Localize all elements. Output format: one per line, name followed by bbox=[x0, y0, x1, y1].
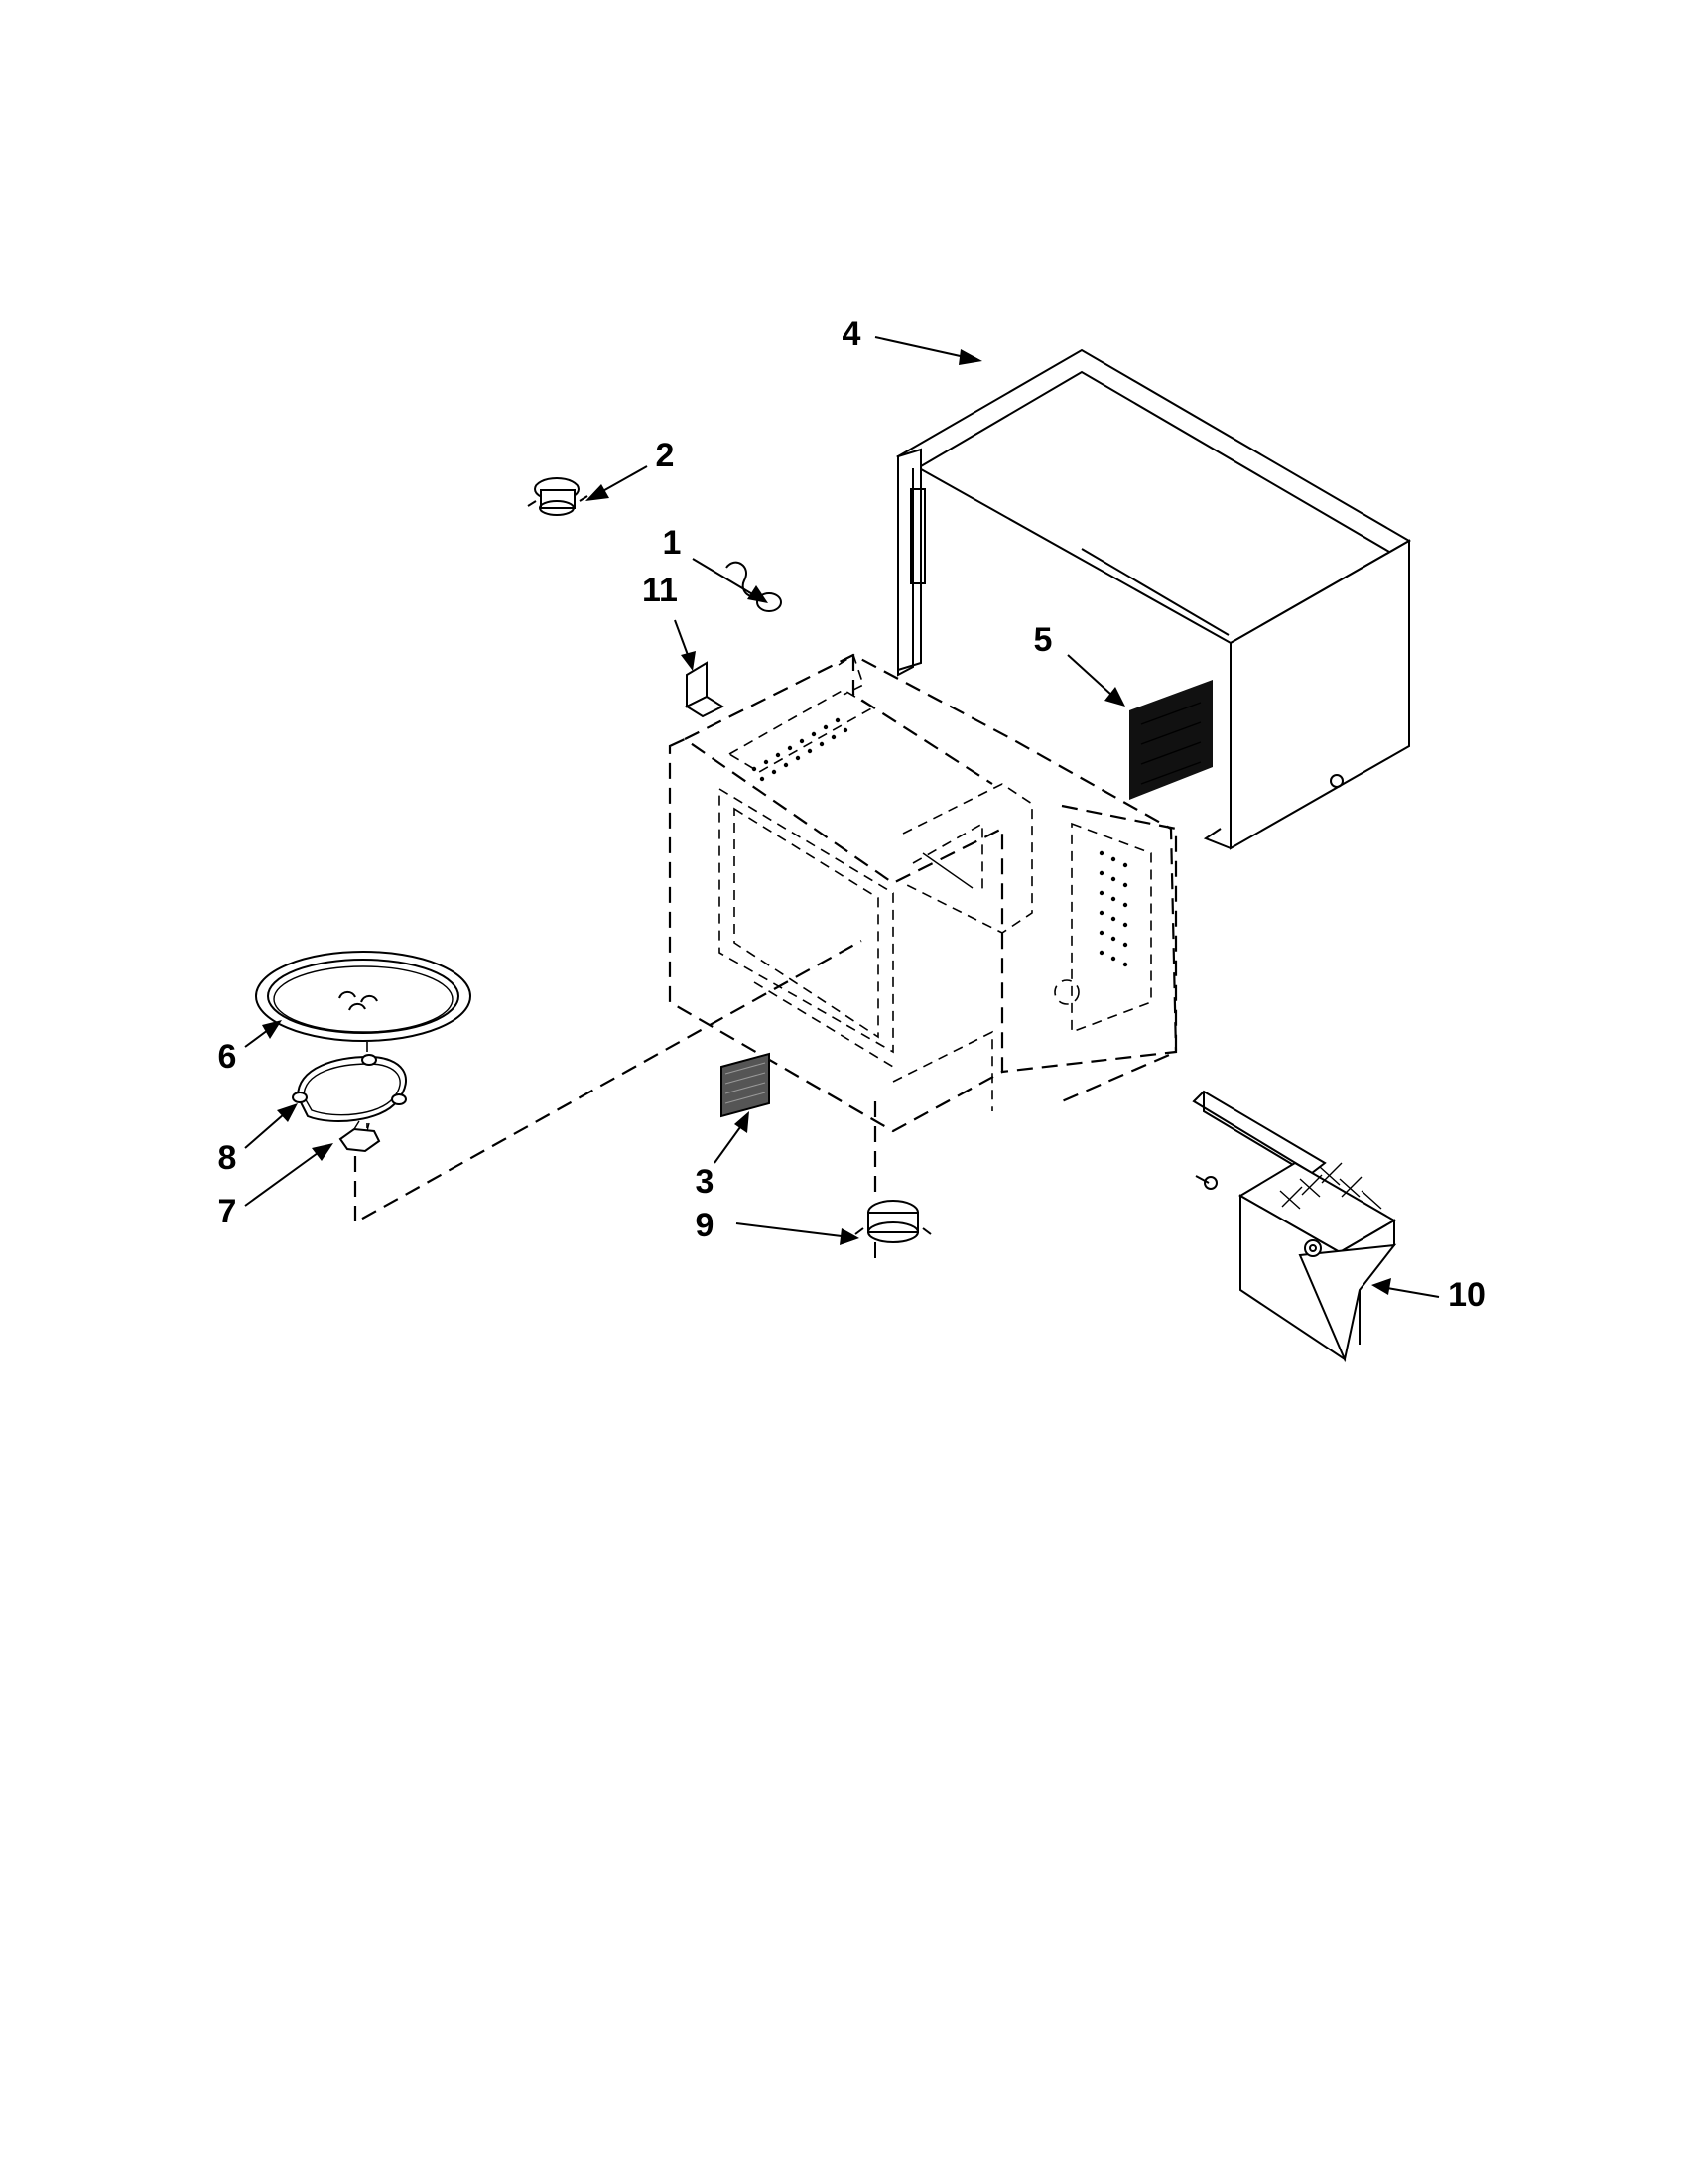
callout-7: 7 bbox=[218, 1193, 237, 1230]
part-4-cabinet-wrapper bbox=[895, 348, 1412, 850]
part-9-turntable-motor bbox=[854, 1200, 932, 1258]
part-6-turntable-tray bbox=[255, 951, 471, 1042]
callout-8: 8 bbox=[218, 1139, 237, 1177]
part-7-coupler bbox=[338, 1120, 381, 1153]
part-1-lamp bbox=[725, 561, 782, 612]
callout-labels: 4 2 1 11 5 6 8 7 3 9 10 bbox=[218, 316, 1486, 1314]
callout-6: 6 bbox=[218, 1038, 237, 1076]
part-5-vent-screen bbox=[1129, 680, 1213, 800]
part-2-thermostat bbox=[527, 477, 588, 516]
callout-9: 9 bbox=[696, 1207, 714, 1244]
chassis-dashed-outline bbox=[668, 653, 1178, 1133]
part-10-vent-damper bbox=[1192, 1090, 1397, 1363]
callout-1: 1 bbox=[663, 524, 682, 562]
part-11-bracket bbox=[684, 661, 725, 718]
callout-10: 10 bbox=[1448, 1276, 1486, 1314]
callout-2: 2 bbox=[656, 437, 675, 474]
callout-3: 3 bbox=[696, 1163, 714, 1201]
coupler-alignment-line bbox=[353, 940, 862, 1224]
callout-11: 11 bbox=[642, 572, 678, 609]
callout-5: 5 bbox=[1034, 621, 1053, 659]
part-8-roller-ring bbox=[292, 1054, 408, 1122]
part-3-waveguide-cover bbox=[720, 1052, 770, 1118]
leader-lines bbox=[244, 336, 1440, 1298]
callout-4: 4 bbox=[843, 316, 861, 353]
